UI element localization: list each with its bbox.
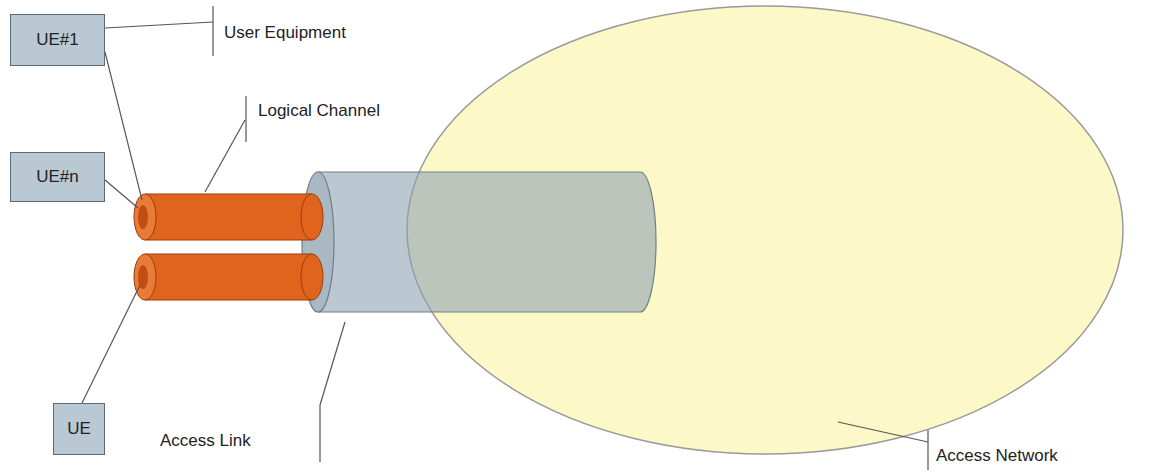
logical-channel-tubes [134, 194, 323, 300]
callout-label: Logical Channel [258, 101, 380, 121]
box-text: UE [61, 419, 97, 439]
callout-label: User Equipment [224, 23, 346, 43]
callout-label: Access Network [936, 446, 1058, 466]
callout-label: Access Link [160, 431, 251, 451]
box-text: UE#n [30, 167, 85, 187]
user-equipment-box: UE [53, 403, 105, 455]
user-equipment-box: UE#1 [10, 14, 105, 66]
leader-lines [82, 6, 928, 470]
box-text: UE#1 [30, 30, 85, 50]
user-equipment-box: UE#n [10, 152, 105, 202]
access-link-cylinder [302, 172, 656, 312]
